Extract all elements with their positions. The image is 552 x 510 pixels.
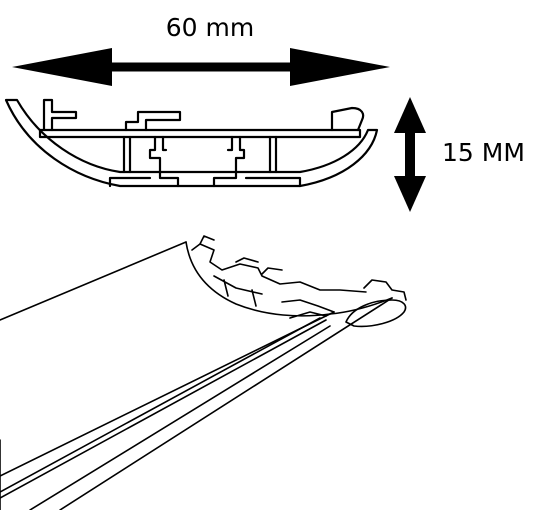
- profile-top-plate: [38, 128, 362, 139]
- extrusion-groove-inner-1: [0, 317, 321, 493]
- profile-slot-right: [212, 135, 246, 188]
- width-arrow-right-head: [290, 48, 390, 86]
- extrusion-end-channels: [213, 275, 335, 319]
- extrusion-top-fins: [199, 235, 407, 301]
- extrusion-groove-inner-3: [29, 325, 331, 510]
- extrusion-end-ribs: [191, 243, 367, 293]
- profile-extrusion: [0, 235, 407, 510]
- profile-right-hook: [330, 106, 365, 132]
- height-dimension: 15 MM: [394, 97, 525, 212]
- width-dimension: 60 mm: [12, 13, 390, 86]
- profile-left-hook: [42, 98, 78, 132]
- profile-cross-section: [4, 98, 379, 188]
- width-label: 60 mm: [166, 13, 254, 42]
- profile-middle-tee: [124, 110, 182, 132]
- extrusion-bottom-edge: [59, 297, 393, 510]
- extrusion-groove-outer: [0, 311, 335, 477]
- profile-rib-1: [122, 135, 132, 174]
- profile-slot-left: [148, 135, 180, 188]
- extrusion-front-curve: [185, 241, 331, 317]
- profile-slot-rails: [108, 176, 302, 188]
- extrusion-end-slot: [345, 299, 407, 328]
- height-arrow-bottom-head: [394, 176, 426, 212]
- height-label: 15 MM: [442, 138, 525, 167]
- extrusion-groove-inner-2: [0, 319, 327, 499]
- width-arrow-left-head: [12, 48, 112, 86]
- profile-rib-2: [268, 135, 278, 174]
- extrusion-top-edge: [0, 241, 187, 321]
- height-arrow-top-head: [394, 97, 426, 133]
- profile-outer-shell: [4, 98, 379, 188]
